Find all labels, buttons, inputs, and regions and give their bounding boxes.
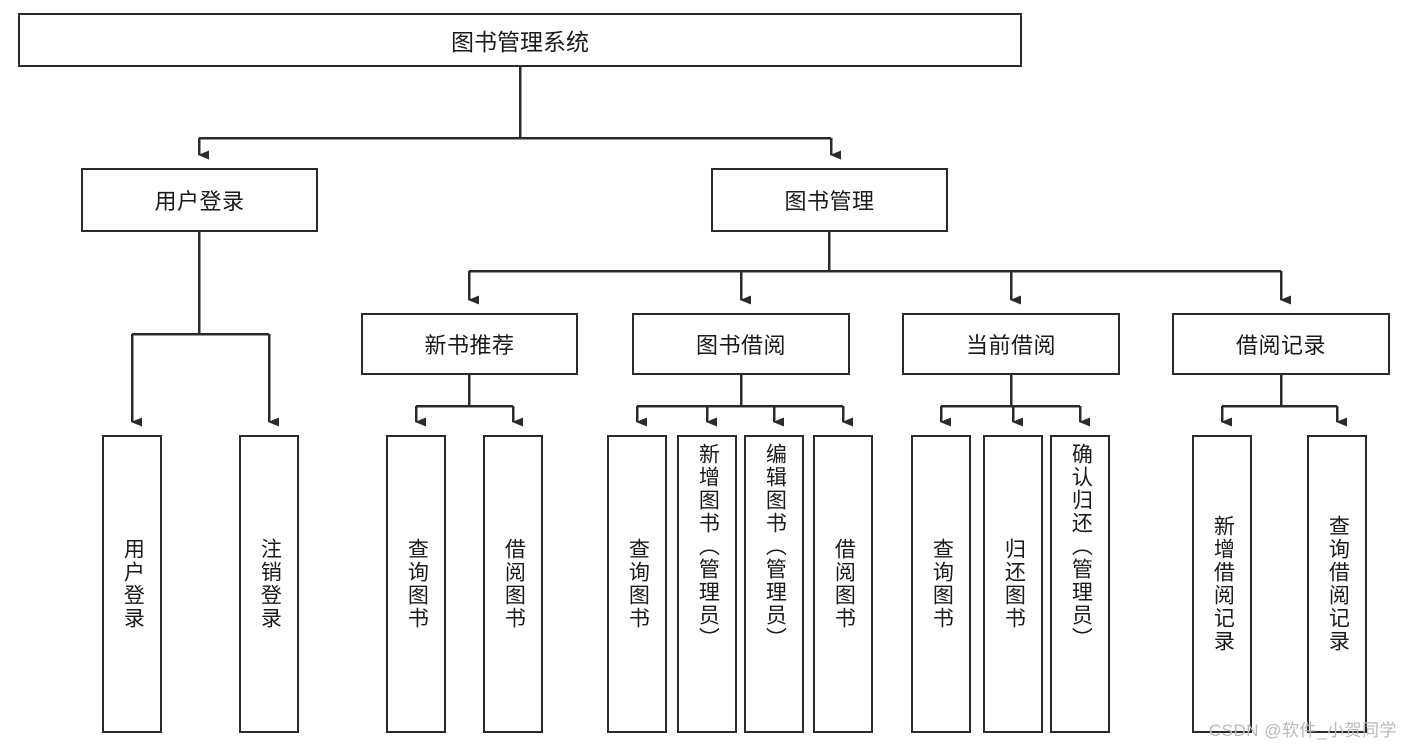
leaf-text-wrap: 确认归还（管理员） [1052, 437, 1108, 737]
node-label: 图书借阅 [695, 333, 786, 358]
node-label: 确认归还（管理员） [1069, 443, 1093, 650]
node-new-book-recommend[interactable]: 新书推荐 [361, 313, 578, 375]
node-book-manage[interactable]: 图书管理 [711, 168, 948, 232]
node-label: 图书管理 [784, 189, 875, 214]
node-current-borrow[interactable]: 当前借阅 [902, 313, 1120, 375]
node-borrow-record[interactable]: 借阅记录 [1172, 313, 1390, 375]
leaf-text-wrap: 新增图书（管理员） [679, 437, 735, 737]
node-label: 借阅记录 [1235, 333, 1326, 358]
node-leaf-borrow-book[interactable]: 借阅图书 [813, 435, 873, 733]
node-leaf-user-login[interactable]: 用户登录 [102, 435, 162, 733]
node-root-system[interactable]: 图书管理系统 [18, 13, 1022, 67]
node-book-borrow[interactable]: 图书借阅 [632, 313, 850, 375]
node-label: 查询图书 [930, 538, 954, 630]
node-leaf-add-book-admin[interactable]: 新增图书（管理员） [677, 435, 737, 733]
node-leaf-query-book-cur[interactable]: 查询图书 [911, 435, 971, 733]
node-leaf-borrow-book-rec[interactable]: 借阅图书 [483, 435, 543, 733]
leaf-text-wrap: 用户登录 [104, 437, 160, 731]
node-root-label: 图书管理系统 [451, 29, 589, 55]
node-label: 查询图书 [626, 538, 650, 630]
node-leaf-query-book-rec[interactable]: 查询图书 [386, 435, 446, 733]
node-label: 借阅图书 [832, 538, 856, 630]
leaf-text-wrap: 查询图书 [913, 437, 969, 731]
node-label: 用户登录 [154, 189, 245, 214]
leaf-text-wrap: 归还图书 [985, 437, 1041, 731]
node-leaf-confirm-return-admin[interactable]: 确认归还（管理员） [1050, 435, 1110, 733]
leaf-text-wrap: 查询借阅记录 [1309, 437, 1365, 731]
csdn-watermark: CSDN @软件_小贺同学 [1208, 721, 1397, 740]
node-leaf-query-borrow-record[interactable]: 查询借阅记录 [1307, 435, 1367, 733]
leaf-text-wrap: 注销登录 [241, 437, 297, 731]
node-label: 借阅图书 [502, 538, 526, 630]
node-leaf-return-book[interactable]: 归还图书 [983, 435, 1043, 733]
node-label: 查询图书 [405, 538, 429, 630]
node-leaf-query-book-borrow[interactable]: 查询图书 [607, 435, 667, 733]
node-leaf-edit-book-admin[interactable]: 编辑图书（管理员） [744, 435, 804, 733]
node-label: 新书推荐 [424, 333, 515, 358]
node-user-login[interactable]: 用户登录 [81, 168, 318, 232]
node-label: 当前借阅 [965, 333, 1056, 358]
node-leaf-logout[interactable]: 注销登录 [239, 435, 299, 733]
node-label: 编辑图书（管理员） [763, 443, 787, 650]
node-label: 查询借阅记录 [1326, 515, 1350, 653]
node-label: 新增借阅记录 [1211, 515, 1235, 653]
leaf-text-wrap: 借阅图书 [815, 437, 871, 731]
node-leaf-add-borrow-record[interactable]: 新增借阅记录 [1192, 435, 1252, 733]
leaf-text-wrap: 新增借阅记录 [1194, 437, 1250, 731]
node-label: 新增图书（管理员） [696, 443, 720, 650]
leaf-text-wrap: 编辑图书（管理员） [746, 437, 802, 737]
leaf-text-wrap: 借阅图书 [485, 437, 541, 731]
leaf-text-wrap: 查询图书 [388, 437, 444, 731]
node-label: 归还图书 [1002, 538, 1026, 630]
leaf-text-wrap: 查询图书 [609, 437, 665, 731]
node-label: 注销登录 [258, 538, 282, 630]
node-label: 用户登录 [121, 538, 145, 630]
